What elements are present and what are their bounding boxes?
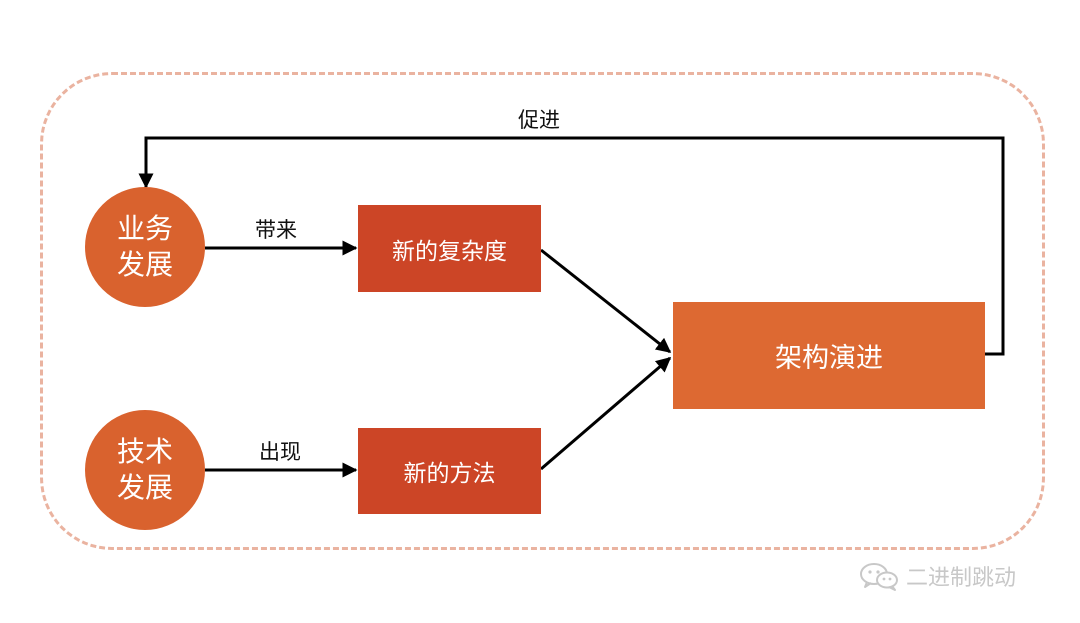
dashed-frame <box>40 72 1045 550</box>
arrow-complexity-to-architecture <box>540 248 672 354</box>
new-complexity-box: 新的复杂度 <box>358 205 541 292</box>
business-node-line-1: 业务 <box>116 212 173 245</box>
edge-label-brings: 带来 <box>255 218 297 242</box>
watermark-text: 二进制跳动 <box>906 566 1017 591</box>
edge-label-promotes: 促进 <box>518 108 560 132</box>
tech-node-line-1: 技术 <box>116 435 173 468</box>
tech-development-node: 技术 发展 <box>85 410 205 530</box>
arrow-methods-to-architecture <box>540 356 672 471</box>
architecture-evolution-box: 架构演进 <box>673 302 985 409</box>
architecture-evolution-label: 架构演进 <box>775 343 883 374</box>
wechat-icon <box>860 563 898 591</box>
new-methods-label: 新的方法 <box>403 461 496 487</box>
new-methods-box: 新的方法 <box>358 428 541 514</box>
arrow-feedback-to-business <box>138 136 1005 356</box>
new-complexity-label: 新的复杂度 <box>392 238 507 265</box>
business-node-line-2: 发展 <box>116 248 173 281</box>
business-development-node: 业务 发展 <box>85 187 205 307</box>
watermark: 二进制跳动 <box>858 559 1016 593</box>
edge-label-appears: 出现 <box>259 440 301 464</box>
tech-node-line-2: 发展 <box>116 471 173 504</box>
